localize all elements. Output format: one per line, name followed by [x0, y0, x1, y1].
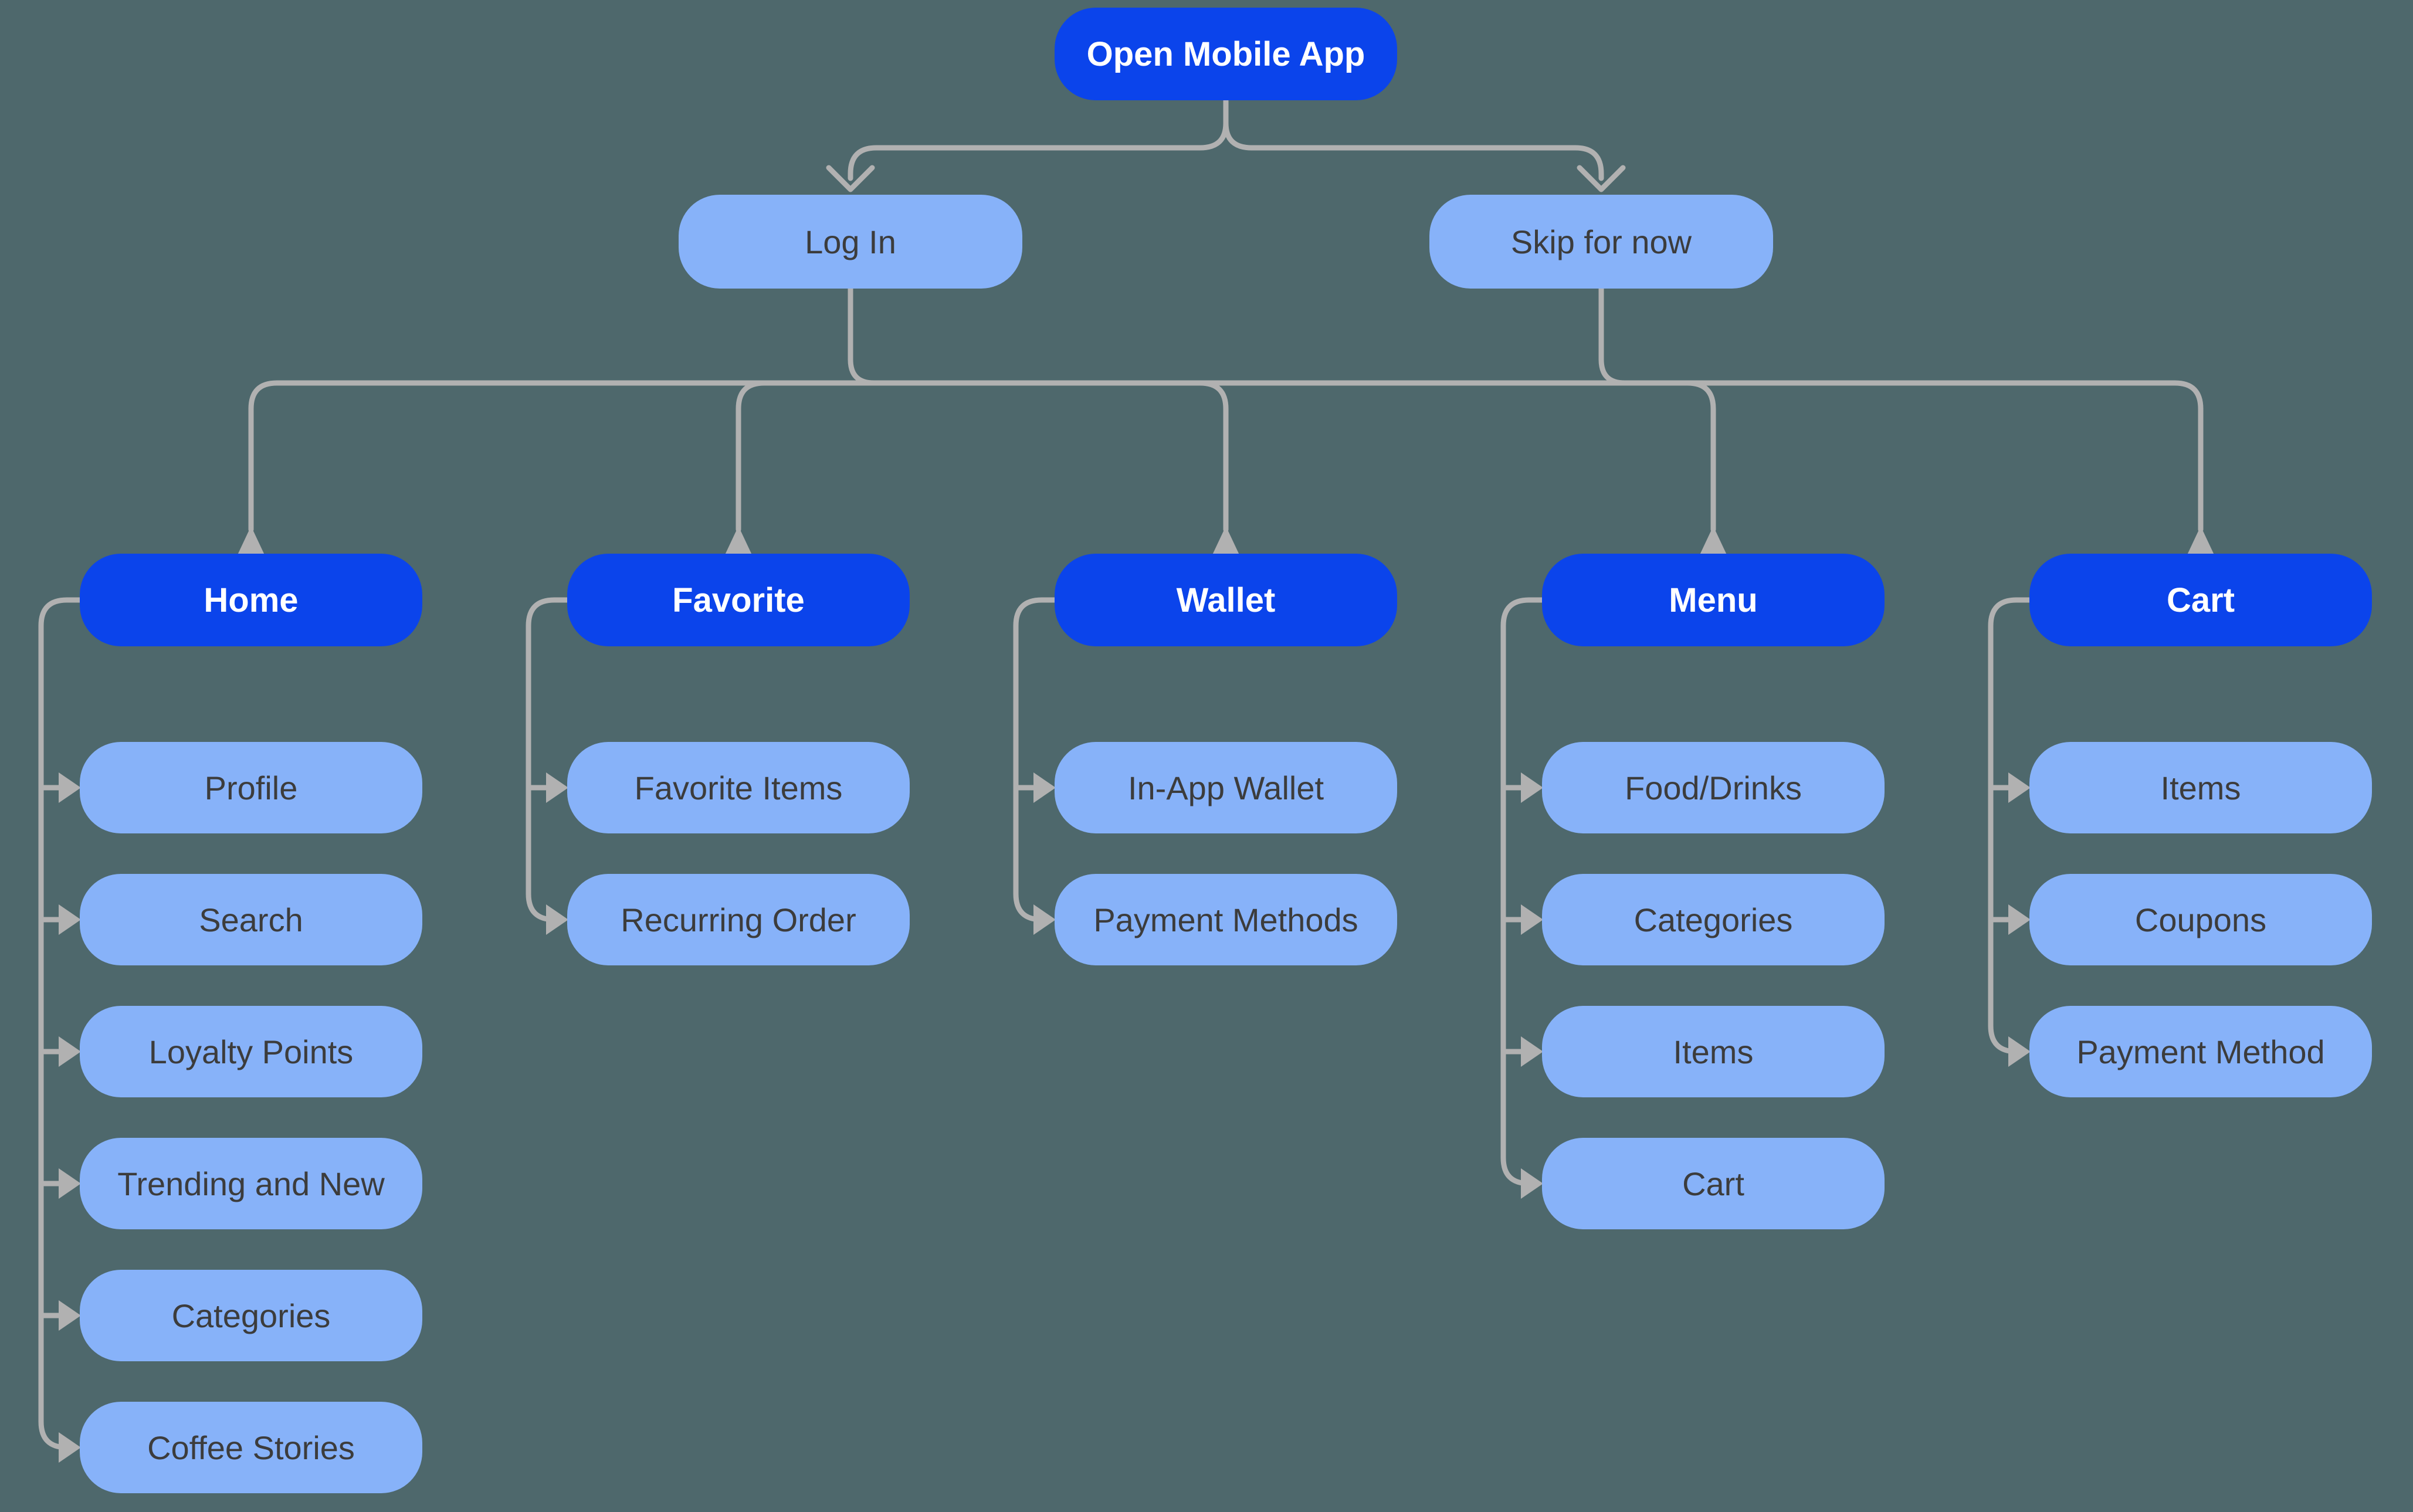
- arrowhead-icon: [237, 526, 265, 556]
- flow-node-menu-cart: Cart: [1542, 1138, 1885, 1229]
- flow-node-favorite-items: Favorite Items: [567, 742, 910, 833]
- flow-node-open-mobile-app: Open Mobile App: [1055, 8, 1397, 100]
- flow-node-skip-for-now: Skip for now: [1429, 195, 1773, 289]
- arrowhead-icon: [1033, 904, 1056, 935]
- arrowhead-icon: [59, 1300, 81, 1331]
- wallet-branch-connectors: [1013, 597, 1058, 935]
- flow-node-menu-categories: Categories: [1542, 874, 1885, 965]
- flow-node-home: Home: [80, 554, 422, 646]
- arrowhead-icon: [1033, 772, 1056, 803]
- flow-node-menu: Menu: [1542, 554, 1885, 646]
- flow-node-loyalty-points: Loyalty Points: [80, 1006, 422, 1097]
- arrowhead-icon: [546, 904, 568, 935]
- flow-node-cart: Cart: [2029, 554, 2372, 646]
- arrowhead-icon: [59, 772, 81, 803]
- flow-node-log-in: Log In: [679, 195, 1022, 289]
- flow-node-coupons: Coupons: [2029, 874, 2372, 965]
- flow-node-menu-items: Items: [1542, 1006, 1885, 1097]
- flow-node-search: Search: [80, 874, 422, 965]
- home-branch-connectors: [38, 597, 83, 1463]
- flow-node-payment-method: Payment Method: [2029, 1006, 2372, 1097]
- bus-connectors: [237, 286, 2215, 556]
- arrowhead-icon: [1699, 526, 1727, 556]
- flow-node-coffee-stories: Coffee Stories: [80, 1402, 422, 1493]
- flow-node-recurring-order: Recurring Order: [567, 874, 910, 965]
- arrowhead-icon: [59, 1036, 81, 1067]
- arrowhead-icon: [1521, 1168, 1543, 1199]
- flow-node-payment-methods: Payment Methods: [1055, 874, 1397, 965]
- arrowhead-icon: [1521, 1036, 1543, 1067]
- arrowhead-icon: [1212, 526, 1240, 556]
- arrowhead-icon: [2008, 772, 2031, 803]
- flow-node-trending-and-new: Trending and New: [80, 1138, 422, 1229]
- chevron-down-icon: [1577, 165, 1626, 192]
- arrowhead-icon: [1521, 772, 1543, 803]
- flow-node-cart-items: Items: [2029, 742, 2372, 833]
- flow-node-food-drinks: Food/Drinks: [1542, 742, 1885, 833]
- arrowhead-icon: [724, 526, 753, 556]
- cart-branch-connectors: [1988, 597, 2032, 1067]
- flow-node-home-categories: Categories: [80, 1270, 422, 1361]
- arrowhead-icon: [59, 1168, 81, 1199]
- root-branch-connectors: [826, 98, 1626, 192]
- flow-node-wallet: Wallet: [1055, 554, 1397, 646]
- flow-node-profile: Profile: [80, 742, 422, 833]
- arrowhead-icon: [59, 1432, 81, 1463]
- arrowhead-icon: [2008, 904, 2031, 935]
- menu-branch-connectors: [1500, 597, 1545, 1199]
- favorite-branch-connectors: [526, 597, 570, 935]
- flow-node-in-app-wallet: In-App Wallet: [1055, 742, 1397, 833]
- arrowhead-icon: [1521, 904, 1543, 935]
- arrowhead-icon: [59, 904, 81, 935]
- arrowhead-icon: [2008, 1036, 2031, 1067]
- chevron-down-icon: [826, 165, 875, 192]
- arrowhead-icon: [546, 772, 568, 803]
- flow-node-favorite: Favorite: [567, 554, 910, 646]
- arrowhead-icon: [2187, 526, 2215, 556]
